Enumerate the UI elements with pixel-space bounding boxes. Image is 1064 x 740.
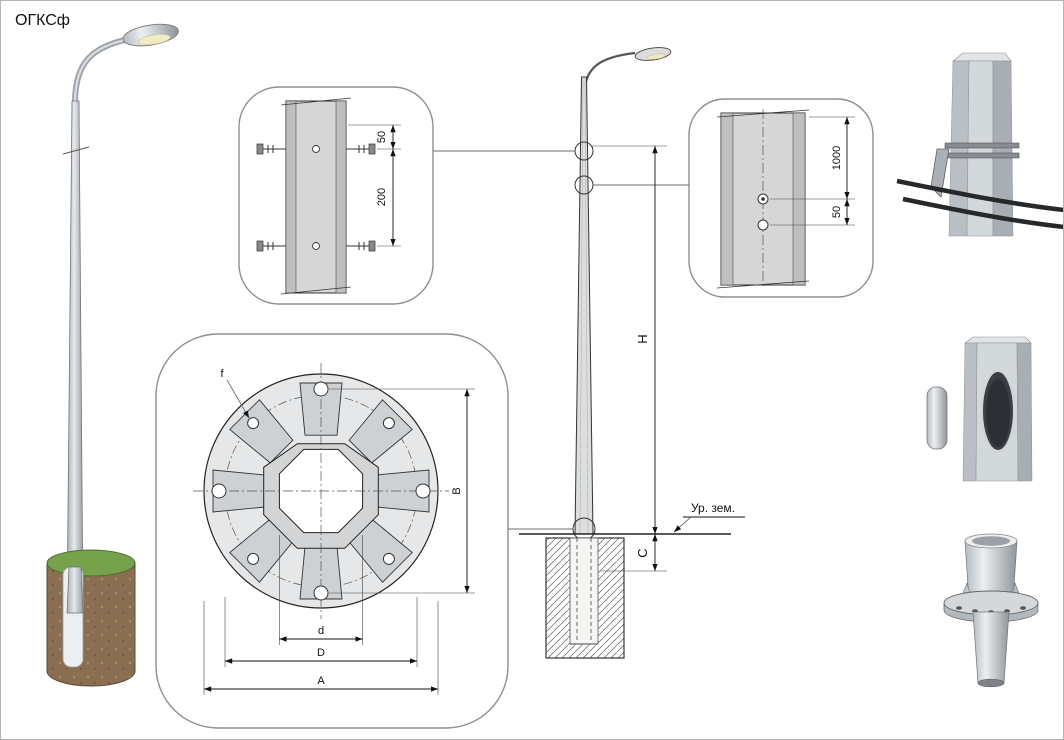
break-mark	[280, 97, 352, 106]
dim-label-B: B	[451, 487, 463, 494]
access-door-render	[926, 336, 1033, 482]
pole-3d-render	[46, 23, 179, 687]
ground-level-label: Ур. зем.	[691, 501, 735, 515]
dim-label-200: 200	[376, 188, 388, 206]
hole	[757, 219, 769, 231]
embed-channel	[569, 537, 599, 645]
pole-facet	[966, 60, 994, 237]
pole-facet	[962, 342, 978, 482]
bolt-hole	[1020, 606, 1026, 610]
mount-hole	[415, 483, 431, 499]
mount-hole	[211, 483, 227, 499]
mount-hole	[313, 585, 329, 601]
break-mark	[280, 286, 352, 295]
lower-shaft	[972, 611, 1010, 684]
pole-shaft	[574, 76, 594, 535]
pole-shaft	[66, 100, 84, 614]
lamp-lens	[138, 34, 171, 45]
f-hole	[382, 552, 395, 565]
mount-hole	[313, 381, 329, 397]
ground-level-arrow	[673, 516, 692, 533]
dim-label-D: D	[317, 647, 325, 659]
break-mark	[716, 109, 810, 118]
door-cover	[926, 386, 948, 450]
cable-clamp-render	[896, 52, 1063, 237]
clamp-bolt-row	[256, 143, 376, 155]
flange-base-render	[943, 533, 1039, 688]
flange-plan-callout: f B d D A	[155, 333, 509, 729]
elevation-drawing: H C Ур. зем.	[433, 47, 745, 659]
pole-facet	[992, 60, 1014, 237]
lamp-head	[634, 47, 672, 61]
lamp-head	[122, 23, 179, 47]
dim-label-d: d	[318, 625, 324, 637]
pole-facet	[1016, 342, 1033, 482]
dim-label-C: C	[635, 548, 650, 557]
cable	[896, 178, 1063, 213]
foundation-3d	[46, 549, 136, 687]
wedge-clamp	[930, 148, 950, 198]
clamp-detail-callout: 50 200	[238, 86, 434, 305]
f-hole	[247, 552, 260, 565]
dim-label-f: f	[220, 368, 224, 380]
pole-arm	[582, 51, 636, 98]
page-title: ОГКСф	[15, 12, 70, 29]
dim-label-50: 50	[831, 206, 843, 218]
band-clamp	[944, 152, 1020, 159]
dim-label-1000: 1000	[831, 146, 843, 170]
dim-label-H: H	[635, 334, 650, 343]
hole-detail-callout: 1000 50	[688, 98, 874, 298]
dim-label-50: 50	[376, 131, 388, 143]
clamp-bolt-row	[256, 240, 376, 252]
f-hole	[247, 417, 260, 430]
grass-top	[46, 549, 136, 577]
break-mark	[62, 146, 90, 155]
break-mark	[716, 280, 810, 289]
bolt-hole	[956, 606, 962, 610]
band-clamp	[944, 142, 1020, 149]
f-hole	[382, 417, 395, 430]
dim-label-A: A	[317, 675, 325, 687]
cable	[902, 196, 1063, 230]
